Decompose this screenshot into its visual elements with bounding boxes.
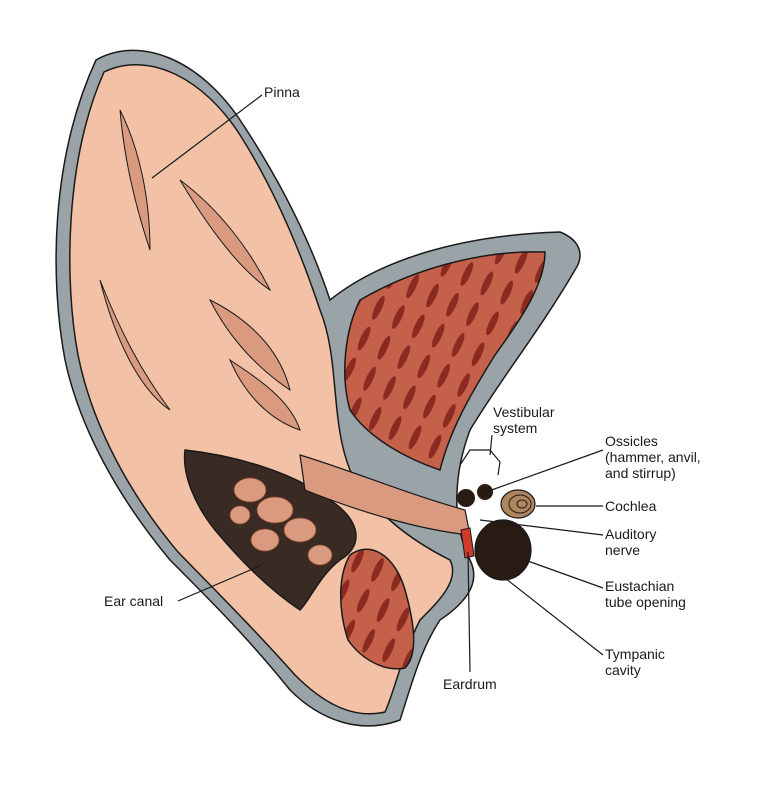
label-vestibular-line-1: Vestibular [493,404,555,420]
label-eustachian-tube: Eustachian tube opening [605,578,686,610]
leader-ear-canal [177,564,263,602]
label-pinna: Pinna [264,84,300,100]
leader-ossicles [485,449,604,493]
label-eardrum: Eardrum [443,676,497,692]
canal-tissue [229,477,333,566]
label-tympanic-line-2: cavity [605,662,641,678]
label-ossicles: Ossicles (hammer, anvil, and stirrup) [605,433,705,481]
cochlea-shape [500,489,536,519]
label-auditory-line-2: nerve [605,542,640,558]
leader-pinna [151,94,263,179]
ossicle-2 [477,484,493,500]
leader-eustachian [524,559,604,589]
lower-muscle [340,548,415,670]
label-auditory-line-1: Auditory [605,526,656,542]
label-ear-canal-line: Ear canal [104,593,163,609]
eardrum-shape [460,527,475,559]
label-vestibular-system: Vestibular system [493,404,558,436]
label-ear-canal: Ear canal [104,593,163,609]
pinna-folds [99,109,301,431]
upper-muscle [344,251,546,471]
label-pinna-line: Pinna [264,84,300,100]
label-eardrum-line: Eardrum [443,676,497,692]
label-tympanic-line-1: Tympanic [605,646,665,662]
label-ossicles-line-3: and stirrup) [605,465,676,481]
leader-lines [151,94,604,673]
ossicle-1 [457,489,475,507]
vestibular-shape [459,449,501,476]
label-tympanic-cavity: Tympanic cavity [605,646,669,678]
tympanic-bulla [474,519,532,581]
leader-vestibular [489,434,493,456]
labels: Pinna Vestibular system Ossicles (hammer… [104,84,705,692]
leader-eardrum [467,551,471,673]
label-cochlea-line: Cochlea [605,498,657,514]
label-ossicles-line-2: (hammer, anvil, [605,449,701,465]
middle-ear [457,449,536,581]
leader-tympanic [504,577,604,656]
label-cochlea: Cochlea [605,498,657,514]
label-auditory-nerve: Auditory nerve [605,526,660,558]
label-vestibular-line-2: system [493,420,537,436]
label-eustachian-line-2: tube opening [605,594,686,610]
label-ossicles-line-1: Ossicles [605,433,658,449]
label-eustachian-line-1: Eustachian [605,578,674,594]
leader-auditory [479,519,604,536]
